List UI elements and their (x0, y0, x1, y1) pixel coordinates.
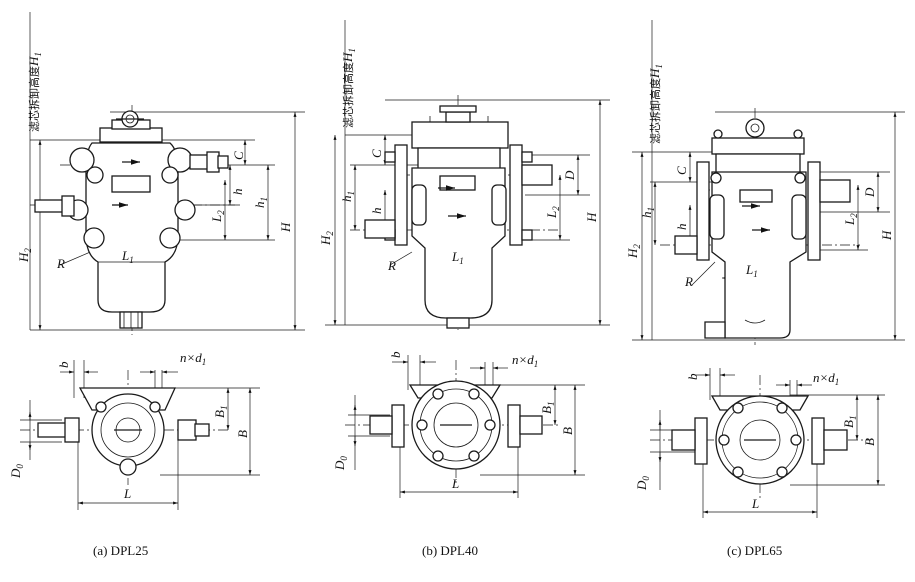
label-b-b: b (388, 351, 403, 358)
label-h2-b: H2 (318, 231, 335, 246)
label-L1-a: L1 (121, 248, 134, 265)
label-B1-a: B1 (212, 406, 229, 418)
view-b-plan (345, 355, 585, 498)
label-R-a: R (56, 256, 65, 271)
view-a-front (29, 12, 305, 335)
label-h2-c: H2 (625, 244, 642, 259)
label-D-b: D (562, 170, 577, 181)
label-D0-c: D0 (634, 476, 651, 491)
label-C-c: C (674, 166, 689, 175)
label-nxd1-c: n×d1 (813, 370, 839, 387)
label-L2-c: L2 (842, 213, 859, 226)
label-C-b: C (369, 149, 384, 158)
label-h-a: h (230, 189, 245, 196)
label-b-c: b (685, 373, 700, 380)
label-C-a: C (231, 151, 246, 160)
label-B-b: B (560, 427, 575, 435)
label-B1-b: B1 (539, 402, 556, 414)
label-R-b: R (387, 258, 396, 273)
label-L-c: L (751, 496, 759, 511)
label-B-c: B (862, 438, 877, 446)
view-a-plan (20, 360, 260, 510)
caption-c: (c) DPL65 (727, 543, 782, 558)
label-h2-a: H2 (16, 248, 33, 263)
label-D-c: D (862, 187, 877, 198)
label-R-c: R (684, 274, 693, 289)
view-b-front (325, 20, 610, 330)
label-L2-b: L2 (544, 206, 561, 219)
label-h1-cn-c: 滤芯拆卸高度H1 (647, 64, 664, 144)
label-L-b: L (451, 476, 459, 491)
label-h1-a: h1 (252, 197, 269, 208)
label-h1-cn-a: 滤芯拆卸高度H1 (26, 52, 43, 132)
label-L1-c: L1 (745, 262, 758, 279)
label-nxd1-a: n×d1 (180, 350, 206, 367)
caption-b: (b) DPL40 (422, 543, 478, 558)
label-H-b: H (584, 212, 599, 223)
label-L1-b: L1 (451, 249, 464, 266)
view-c-plan (650, 368, 885, 518)
label-B1-c: B1 (841, 416, 858, 428)
label-h-c: h (674, 224, 689, 231)
label-H-a: H (278, 222, 293, 233)
label-L2-a: L2 (209, 210, 226, 223)
label-D0-b: D0 (332, 456, 349, 471)
label-L-a: L (123, 486, 131, 501)
label-h1-c: h1 (639, 207, 656, 218)
label-D0-a: D0 (8, 464, 25, 479)
label-nxd1-b: n×d1 (512, 352, 538, 369)
view-c-front (632, 20, 905, 345)
label-H-c: H (879, 230, 894, 241)
label-h-b: h (369, 208, 384, 215)
caption-a: (a) DPL25 (93, 543, 148, 558)
label-b-a: b (56, 361, 71, 368)
label-h1-b: h1 (339, 191, 356, 202)
label-B-a: B (235, 430, 250, 438)
label-h1-cn-b: 滤芯拆卸高度H1 (340, 48, 357, 128)
